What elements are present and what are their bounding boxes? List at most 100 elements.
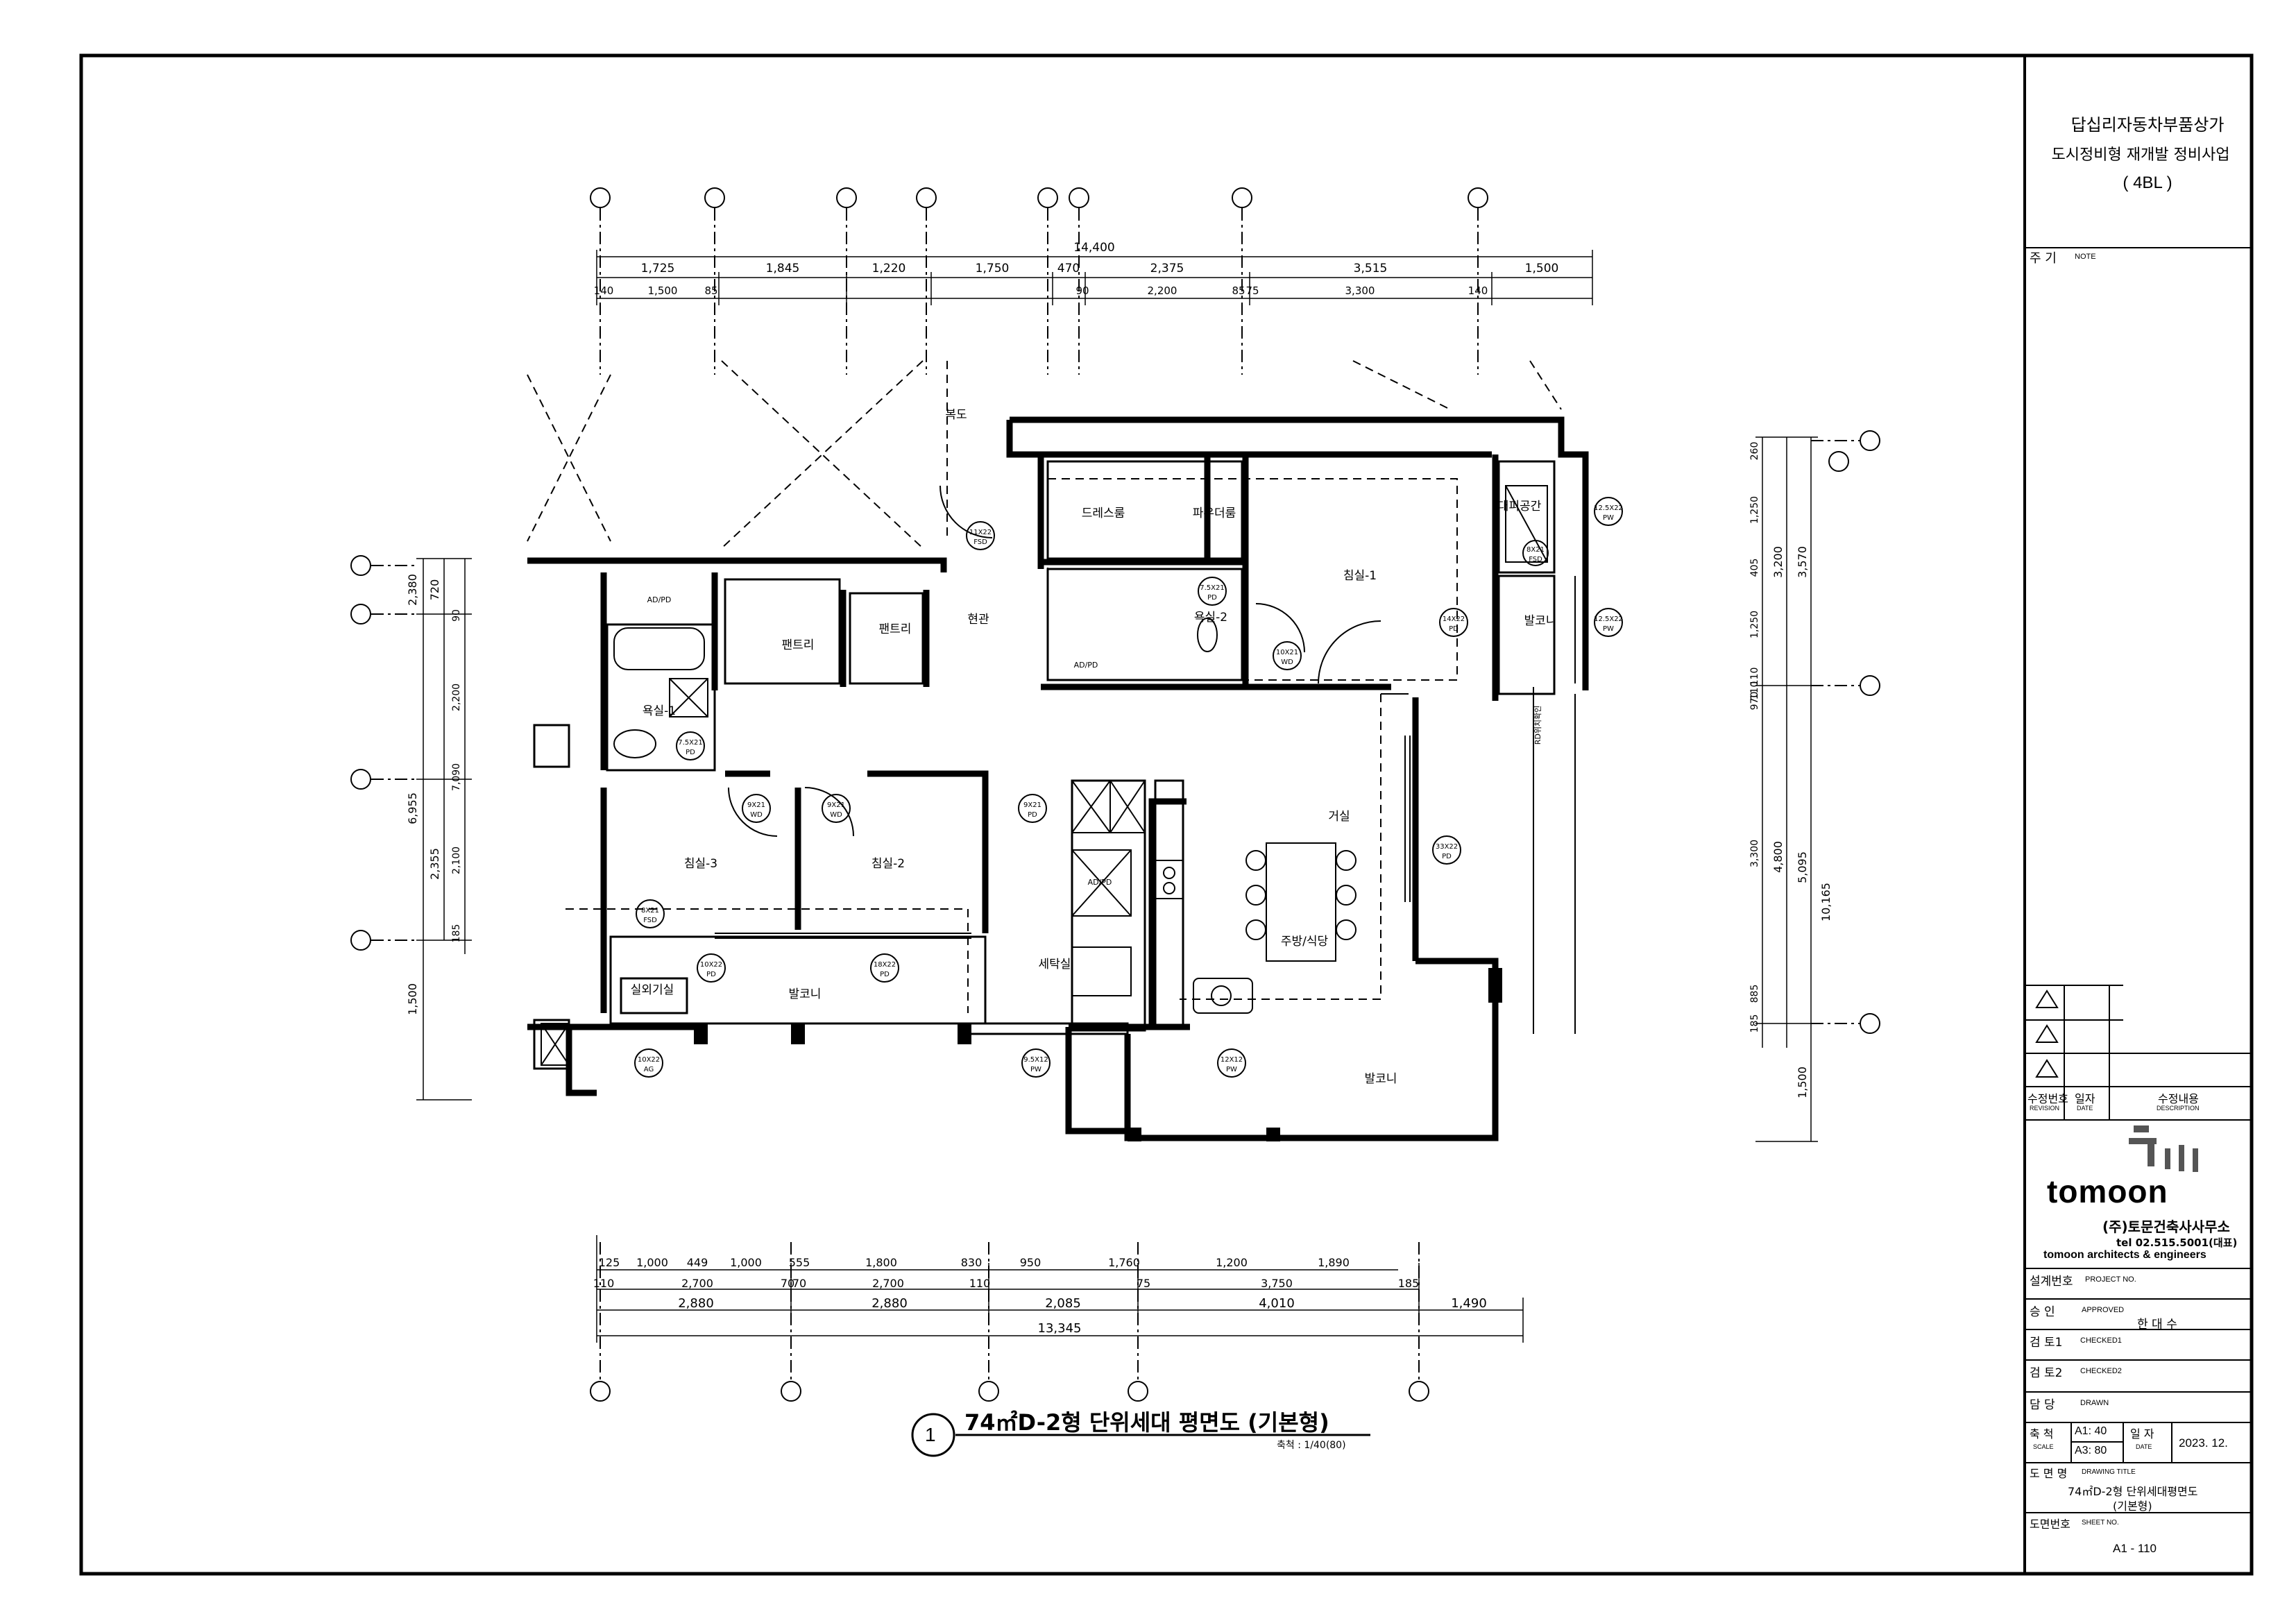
dim-right-mid-1: 4,800: [1771, 841, 1785, 873]
door-tag-type-d17: PW: [1030, 1066, 1041, 1073]
dim-right-inner-5: 110: [1749, 681, 1760, 700]
door-tag-type-d11: PD: [1028, 811, 1037, 819]
dim-top-row2-4: 2,200: [1148, 284, 1177, 297]
project-title-line1: 답십리자동차부품상가: [2070, 115, 2225, 135]
dim-right-inner-8: 885: [1749, 985, 1760, 1003]
dim-bottom-row3-3: 4,010: [1259, 1296, 1295, 1311]
room-label-entry: 현관: [967, 613, 989, 627]
dim-top-row1-1: 1,845: [766, 262, 800, 275]
note-label: 주 기: [2030, 251, 2057, 266]
revision-date-label: 일자: [2075, 1092, 2095, 1105]
company-tel: tel 02.515.5001(대표): [2116, 1237, 2238, 1249]
dim-bottom-row3-1: 2,880: [871, 1296, 908, 1311]
drawing-title-label-en: DRAWING TITLE: [2082, 1468, 2136, 1476]
grid-bubbles-left: [350, 555, 416, 951]
room-label-evac: 대피공간: [1498, 500, 1542, 513]
revision-no-label-en: REVISION: [2030, 1105, 2060, 1112]
checked1-label-en: CHECKED1: [2080, 1336, 2122, 1345]
dim-bottom-row1-3: 1,000: [730, 1256, 762, 1269]
checked1-label: 검 토1: [2030, 1336, 2063, 1350]
dim-right-inner-9: 185: [1749, 1014, 1760, 1033]
dim-top-row1-2: 1,220: [872, 262, 906, 275]
dim-left-inner-3: 2,100: [451, 847, 462, 874]
door-tag-size-d3: 10X21: [1276, 649, 1298, 656]
room-label-balcony_c: 발코니: [1365, 1072, 1397, 1086]
dim-bottom-row2-1: 2,700: [681, 1277, 713, 1290]
door-tag-size-d9: 9X21: [747, 801, 765, 809]
door-tag-size-d16: 10X22: [638, 1056, 660, 1064]
door-tag-size-d11: 9X21: [1023, 801, 1041, 809]
walls: [527, 416, 1589, 1141]
dim-left-mid-0: 720: [428, 579, 441, 601]
room-label-balcony_a: 발코니: [1524, 614, 1557, 628]
approved-label-en: APPROVED: [2082, 1306, 2125, 1314]
dim-right-inner-6: 970: [1749, 692, 1760, 711]
dim-left-inner-0: 90: [451, 609, 462, 622]
door-tag-type-d14: PD: [706, 971, 716, 978]
date-label-en: DATE: [2136, 1443, 2152, 1450]
drawing-title-value1: 74㎡D-2형 단위세대평면도: [2068, 1485, 2198, 1498]
door-tag-type-d7: FSD: [1529, 556, 1542, 563]
dim-bottom-row3-4: 1,490: [1451, 1296, 1487, 1311]
dim-bottom-row1-5: 1,800: [865, 1256, 897, 1269]
scale-label-en: SCALE: [2033, 1443, 2054, 1450]
door-tags: [634, 497, 1623, 1078]
door-tag-size-d8: 7.5X21: [678, 739, 702, 747]
balcony-posts: [694, 968, 1502, 1141]
company-name: (주)토문건축사사무소: [2102, 1218, 2230, 1235]
drawing-title: 74㎡D-2형 단위세대 평면도 (기본형): [964, 1409, 1329, 1436]
door-tag-type-d1: FSD: [973, 538, 987, 546]
room-label-bed3: 침실-3: [684, 857, 717, 871]
dim-top-row2-6: 75: [1245, 284, 1259, 297]
dashed-zone-lines: [527, 360, 1562, 1013]
door-tag-size-d1: 11X22: [969, 529, 992, 536]
dim-right-inner-4: 110: [1749, 668, 1760, 686]
door-tag-type-d6: PW: [1603, 625, 1614, 633]
walls-thin: [533, 460, 1556, 1070]
dim-bottom-row3-0: 2,880: [678, 1296, 714, 1311]
dim-top-row1-6: 3,515: [1354, 262, 1388, 275]
door-tag-size-d5: 12.5X22: [1594, 504, 1623, 512]
approved-name: 한 대 수: [2137, 1318, 2177, 1332]
room-label-kitchen: 주방/식당: [1281, 935, 1329, 949]
dim-top-row2-2: 85: [704, 284, 717, 297]
door-tag-type-d13: FSD: [643, 917, 657, 924]
door-tag-size-d6: 12.5X22: [1594, 615, 1623, 623]
dim-top-row1-5: 2,375: [1150, 262, 1184, 275]
room-label-bed1: 침실-1: [1343, 569, 1377, 583]
date-label: 일 자: [2130, 1427, 2154, 1441]
dim-top-row1-7: 1,500: [1525, 262, 1559, 275]
dim-bottom-total: 13,345: [1038, 1321, 1082, 1336]
dim-top-row1-3: 1,750: [976, 262, 1010, 275]
checked2-label-en: CHECKED2: [2080, 1367, 2122, 1375]
adpd-label-bath: AD/PD: [1074, 661, 1098, 670]
dim-bottom-row1-10: 1,890: [1318, 1256, 1350, 1269]
company-logo-text: tomoon: [2047, 1173, 2168, 1209]
dim-bottom-row2-5: 110: [969, 1277, 991, 1290]
door-tag-type-d5: PW: [1603, 514, 1614, 522]
room-label-living: 거실: [1328, 810, 1350, 824]
dim-left-inner-2: 7,090: [451, 763, 462, 791]
windows: [715, 576, 1576, 1034]
dim-top-row2-0: 140: [594, 284, 614, 297]
project-no-label-en: PROJECT NO.: [2085, 1275, 2136, 1284]
dim-bottom-row3-2: 2,085: [1045, 1296, 1081, 1311]
dim-bottom-row1-7: 950: [1020, 1256, 1041, 1269]
dim-left-outer-0: 2,380: [406, 574, 419, 606]
door-tag-type-d4: PD: [1449, 625, 1459, 633]
dim-left-inner-4: 185: [451, 924, 462, 943]
dim-left-inner-1: 2,200: [451, 683, 462, 711]
dim-right-inner-1: 1,250: [1749, 496, 1760, 524]
note-label-en: NOTE: [2075, 253, 2096, 261]
room-label-bath2: 욕실-2: [1194, 611, 1227, 624]
dim-bottom-row2-0: 110: [593, 1277, 615, 1290]
sheet-no-label-en: SHEET NO.: [2082, 1519, 2119, 1527]
dim-bottom-row2-3: 70: [792, 1277, 806, 1290]
drawing-number: 1: [925, 1424, 936, 1445]
door-tag-size-d15: 18X22: [874, 961, 896, 969]
room-label-bed2: 침실-2: [871, 857, 905, 871]
drawn-label-en: DRAWN: [2080, 1399, 2109, 1407]
dim-bottom-row1-1: 1,000: [636, 1256, 668, 1269]
door-tag-size-d2: 7.5X21: [1200, 584, 1224, 592]
